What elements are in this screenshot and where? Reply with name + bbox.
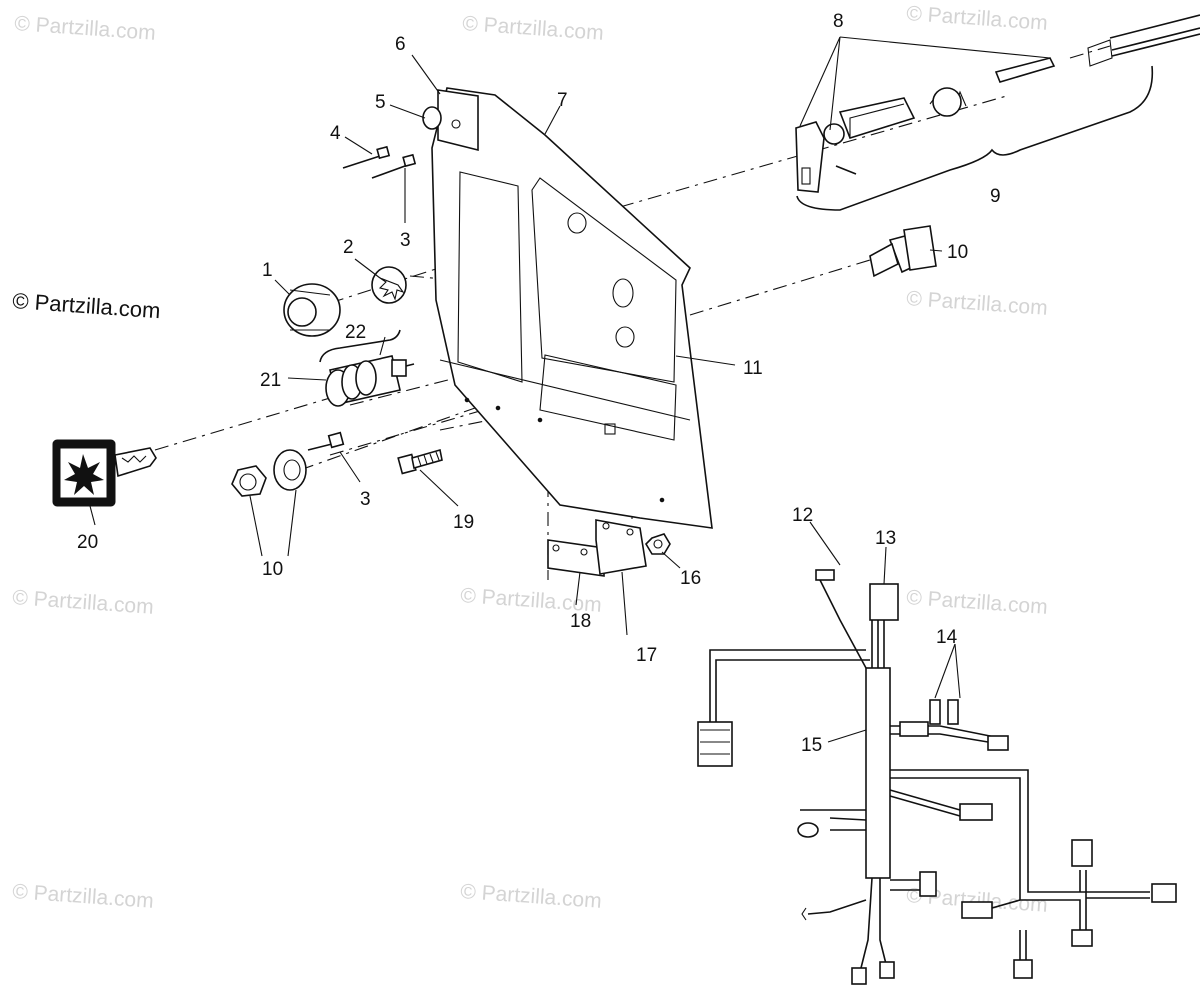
- callout-19: 19: [453, 512, 474, 533]
- callout-12: 12: [792, 505, 813, 526]
- pins-part-3-4: [342, 145, 417, 179]
- callout-16: 16: [680, 568, 701, 589]
- nut-washer-part-10: [231, 449, 307, 497]
- wiring-harness-part-15: [697, 569, 1177, 985]
- screw-part-19: [397, 448, 443, 475]
- watermark-low-right: © Partzilla.com: [906, 586, 1049, 619]
- callout-13: 13: [875, 528, 896, 549]
- callout-8: 8: [833, 11, 844, 32]
- copyright-text: © Partzilla.com: [12, 288, 162, 323]
- callout-18: 18: [570, 611, 591, 632]
- callout-15: 15: [801, 735, 822, 756]
- washer-part-2: [371, 266, 407, 304]
- callout-17: 17: [636, 645, 657, 666]
- callout-7: 7: [557, 90, 568, 111]
- callout-22: 22: [345, 322, 366, 343]
- callout-1: 1: [262, 260, 273, 281]
- key-part-20: [52, 439, 157, 507]
- kill-switch-assembly-part-9: [795, 14, 1200, 193]
- watermark-mid-right: © Partzilla.com: [906, 287, 1049, 320]
- watermark-bottom-center: © Partzilla.com: [460, 880, 603, 913]
- callouts: 1 2 3 4 5 6 7 8 9 10 10 11 12 13 14 15 1…: [77, 11, 1001, 756]
- callout-21: 21: [260, 370, 281, 391]
- callout-11: 11: [743, 358, 763, 379]
- leader-lines: [89, 36, 1051, 743]
- brace-part-22: [319, 329, 401, 363]
- callout-14: 14: [936, 627, 958, 648]
- watermark-top-left: © Partzilla.com: [14, 12, 157, 45]
- callout-6: 6: [395, 34, 406, 55]
- brace-part-9: [796, 65, 1154, 211]
- nut-part-16: [644, 533, 671, 555]
- bracket-part-6: [422, 89, 479, 152]
- callout-20: 20: [77, 532, 98, 553]
- nut-part-1: [283, 283, 341, 337]
- callout-2: 2: [343, 237, 354, 258]
- panel-part-7: [431, 87, 713, 529]
- callout-10-right: 10: [947, 242, 968, 263]
- callout-9: 9: [990, 186, 1001, 207]
- watermark-bottom-left: © Partzilla.com: [12, 880, 155, 913]
- watermark-top-right: © Partzilla.com: [906, 2, 1049, 35]
- callout-4: 4: [330, 123, 341, 144]
- callout-10-left: 10: [262, 559, 283, 580]
- pin-part-3-lower: [307, 431, 345, 451]
- clamps-part-17-18: [547, 519, 647, 577]
- toggle-switch-part-10: [869, 225, 937, 278]
- watermark-low-left: © Partzilla.com: [12, 586, 155, 619]
- switch-part-21: [325, 355, 415, 407]
- watermark-top-center: © Partzilla.com: [462, 12, 605, 45]
- callout-3-top: 3: [400, 230, 411, 251]
- callout-3-lower: 3: [360, 489, 371, 510]
- callout-5: 5: [375, 92, 386, 113]
